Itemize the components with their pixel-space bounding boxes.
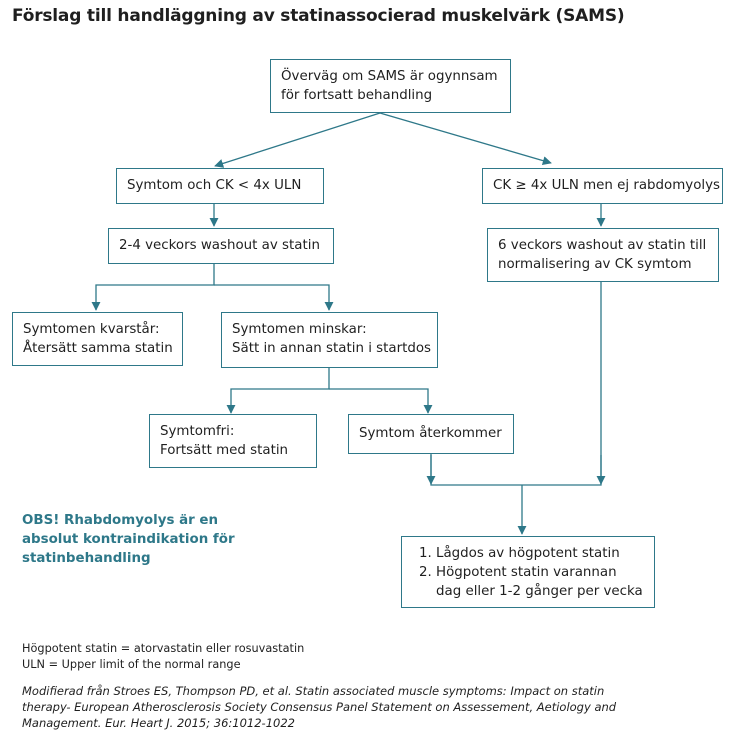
recur-node: Symtom återkommer (348, 414, 514, 454)
final-node: Lågdos av högpotent statin Högpotent sta… (401, 536, 655, 608)
washout-left-node: 2-4 veckors washout av statin (108, 228, 334, 264)
footnote-1: Högpotent statin = atorvastatin eller ro… (22, 642, 305, 655)
arrow-root-to-left (214, 112, 381, 168)
arrow-washout-split (91, 263, 215, 311)
diagram-title: Förslag till handläggning av statinassoc… (12, 6, 625, 26)
decrease-node: Symtomen minskar: Sätt in annan statin i… (221, 312, 438, 368)
arrow-washout-to-decrease (214, 284, 334, 311)
final-item-2: Högpotent statin varannan dag eller 1-2 … (436, 563, 644, 601)
root-node: Överväg om SAMS är ogynnsam för fortsatt… (270, 59, 511, 113)
obs-warning: OBS! Rhabdomyolys är en absolut kontrain… (22, 513, 235, 566)
footnote-2: ULN = Upper limit of the normal range (22, 657, 241, 671)
source-line-1: Modifierad från Stroes ES, Thompson PD, … (22, 684, 605, 698)
source-line-2: therapy- European Atherosclerosis Societ… (22, 700, 617, 714)
arrow-recur-to-join (430, 454, 522, 486)
arrow-decrease-split (226, 368, 330, 414)
arrow-decrease-to-recur (329, 388, 433, 414)
left-branch-node: Symtom och CK < 4x ULN (116, 168, 324, 204)
source-citation: Modifierad från Stroes ES, Thompson PD, … (22, 683, 722, 731)
persist-node: Symtomen kvarstår: Återsätt samma statin (12, 312, 183, 366)
arrow-right-washout-down (522, 282, 602, 486)
right-branch-node: CK ≥ 4x ULN men ej rabdomyolys (482, 168, 723, 204)
arrow-root-to-right (379, 112, 552, 166)
symptom-free-node: Symtomfri: Fortsätt med statin (149, 414, 317, 468)
footnotes: Högpotent statin = atorvastatin eller ro… (22, 641, 304, 672)
final-item-1: Lågdos av högpotent statin (436, 544, 644, 563)
source-line-3: Management. Eur. Heart J. 2015; 36:1012-… (22, 716, 295, 730)
washout-right-node: 6 veckors washout av statin till normali… (487, 228, 719, 282)
